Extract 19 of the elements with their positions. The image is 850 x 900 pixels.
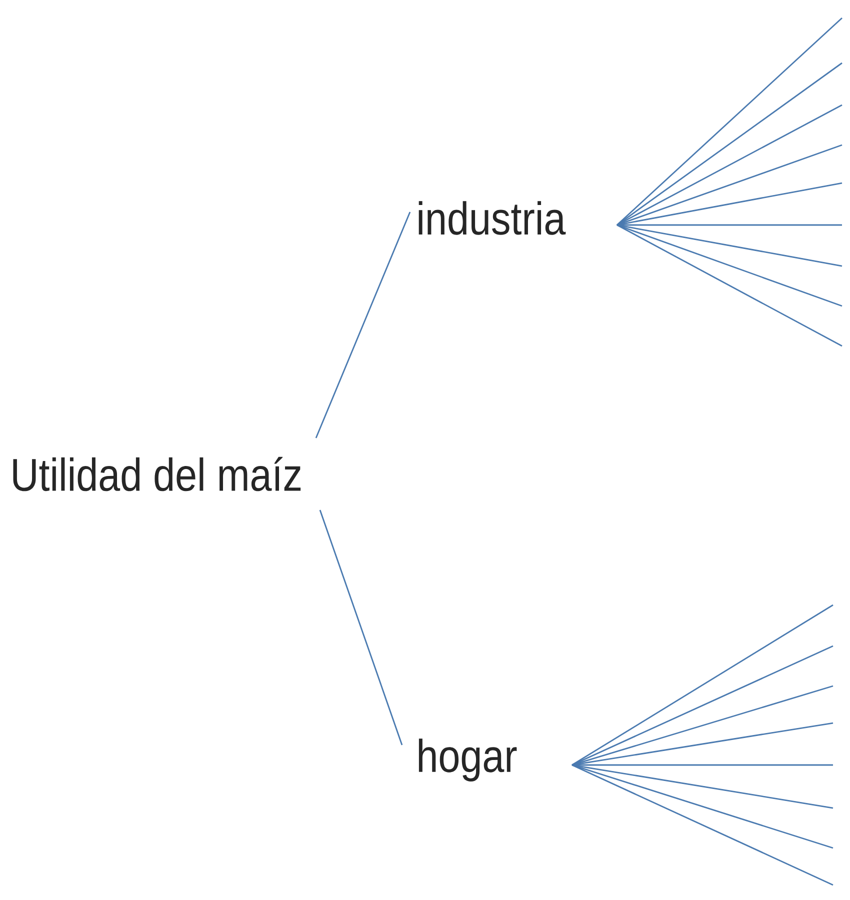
branch-line [616, 17, 842, 226]
branch-line [572, 685, 834, 766]
branch-line [572, 764, 834, 809]
branch-line [315, 212, 411, 438]
branch-line [616, 62, 842, 226]
branch-line [572, 764, 834, 849]
branch-line [572, 764, 834, 886]
branch-line [616, 224, 842, 347]
branch-line [319, 510, 403, 746]
branch-line [572, 722, 834, 766]
branch-line [572, 645, 834, 766]
branch-line [616, 224, 842, 307]
branch-label: hogar [418, 738, 517, 782]
branch-line [572, 604, 834, 766]
branch-label: industria [418, 201, 566, 235]
branch-label: Utilidad del maíz [13, 456, 301, 492]
branch-line [616, 224, 842, 267]
branch-line [616, 104, 842, 226]
branch-line [616, 144, 842, 226]
